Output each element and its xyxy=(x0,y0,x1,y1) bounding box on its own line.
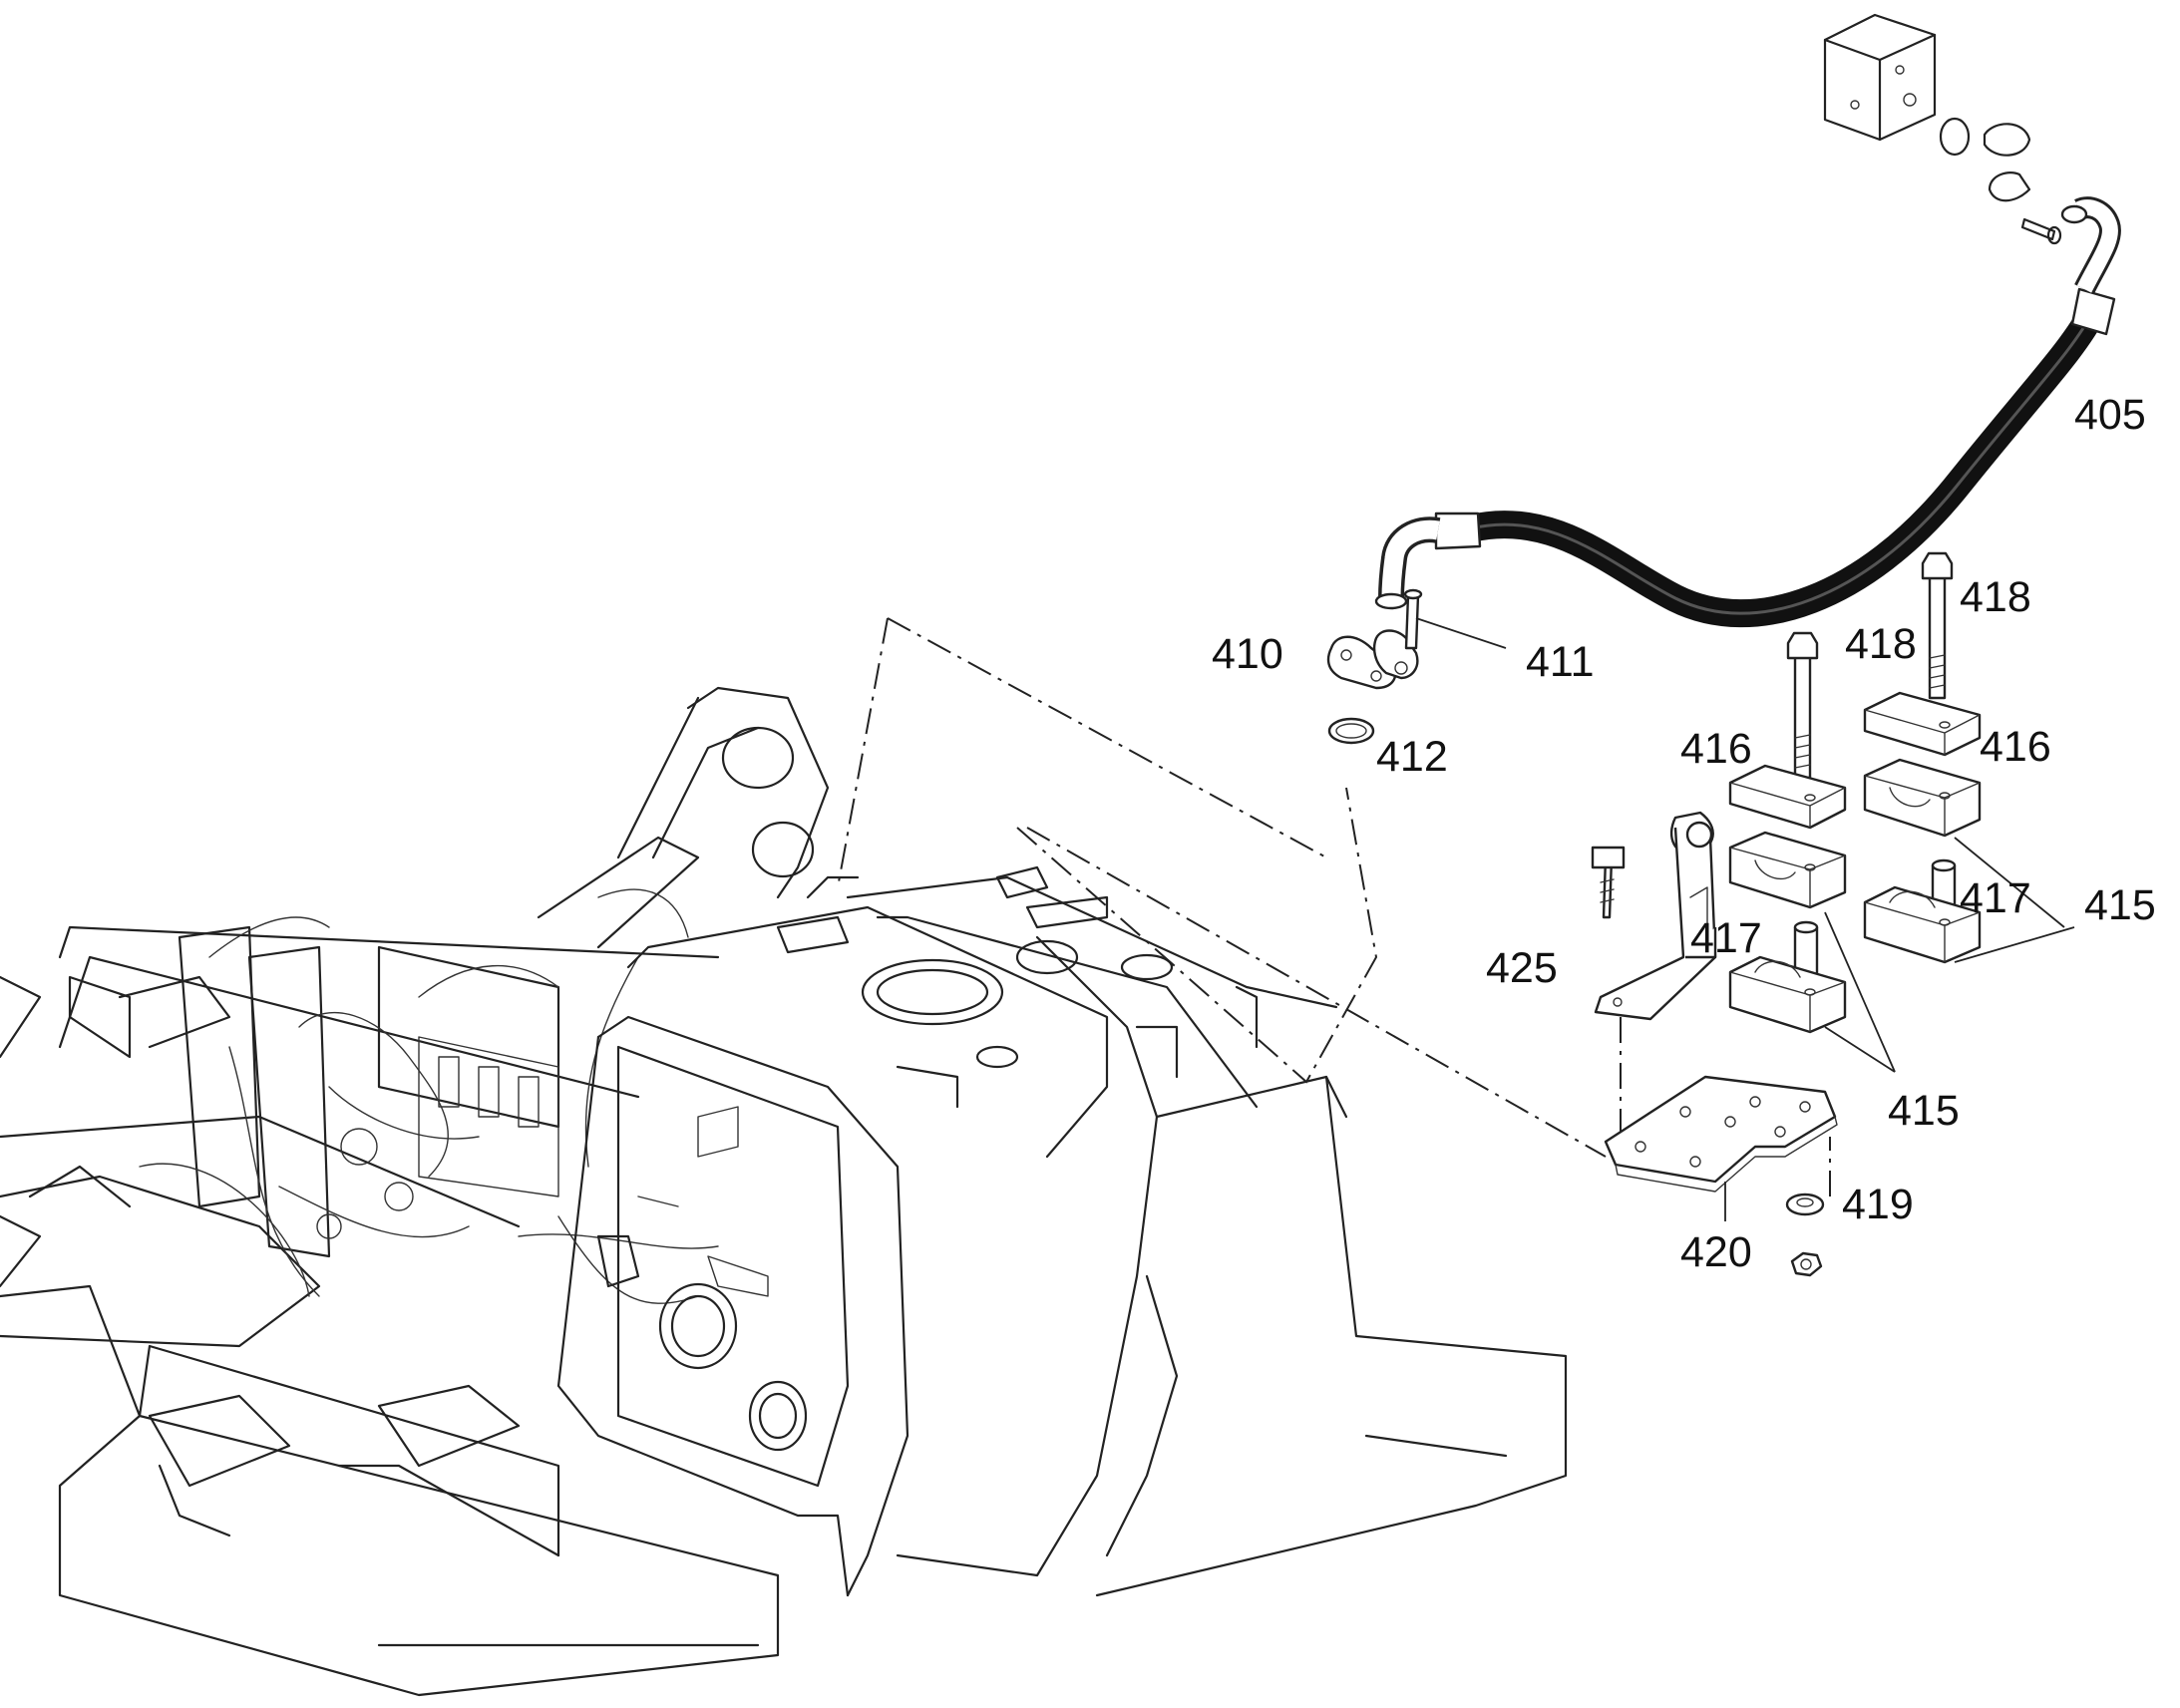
callout-415-middle: 415 xyxy=(1888,1087,1960,1135)
callout-417-middle: 417 xyxy=(1690,914,1762,962)
callout-412: 412 xyxy=(1376,733,1448,781)
washer-and-nut xyxy=(1785,1193,1825,1277)
callout-415-right: 415 xyxy=(2084,881,2156,929)
machine-frame xyxy=(0,686,1568,1697)
callout-416-middle: 416 xyxy=(1680,725,1752,773)
callout-425: 425 xyxy=(1486,944,1558,992)
hose-assembly xyxy=(1374,196,2121,628)
base-plate-420 xyxy=(1604,1075,1838,1193)
valve-block xyxy=(1823,13,2062,245)
clamp-stack-middle xyxy=(1728,631,1847,1034)
flange-parts xyxy=(1326,588,1423,745)
callout-405: 405 xyxy=(2074,391,2146,439)
callout-418-middle: 418 xyxy=(1845,620,1917,668)
callout-416-right: 416 xyxy=(1980,723,2051,771)
callout-417-right: 417 xyxy=(1960,874,2031,922)
callout-410: 410 xyxy=(1212,630,1283,678)
callout-419: 419 xyxy=(1842,1181,1914,1228)
callout-420: 420 xyxy=(1680,1228,1752,1276)
bracket-425 xyxy=(1591,811,1717,1021)
alignment-lines xyxy=(837,617,1831,1196)
clamp-stack-right xyxy=(1863,551,1982,964)
callout-labels: 405 410 411 412 415 415 416 416 417 417 … xyxy=(1212,391,2156,1276)
callout-418-right: 418 xyxy=(1960,573,2031,621)
leader-lines xyxy=(1415,617,2075,1221)
callout-411: 411 xyxy=(1526,638,1595,686)
